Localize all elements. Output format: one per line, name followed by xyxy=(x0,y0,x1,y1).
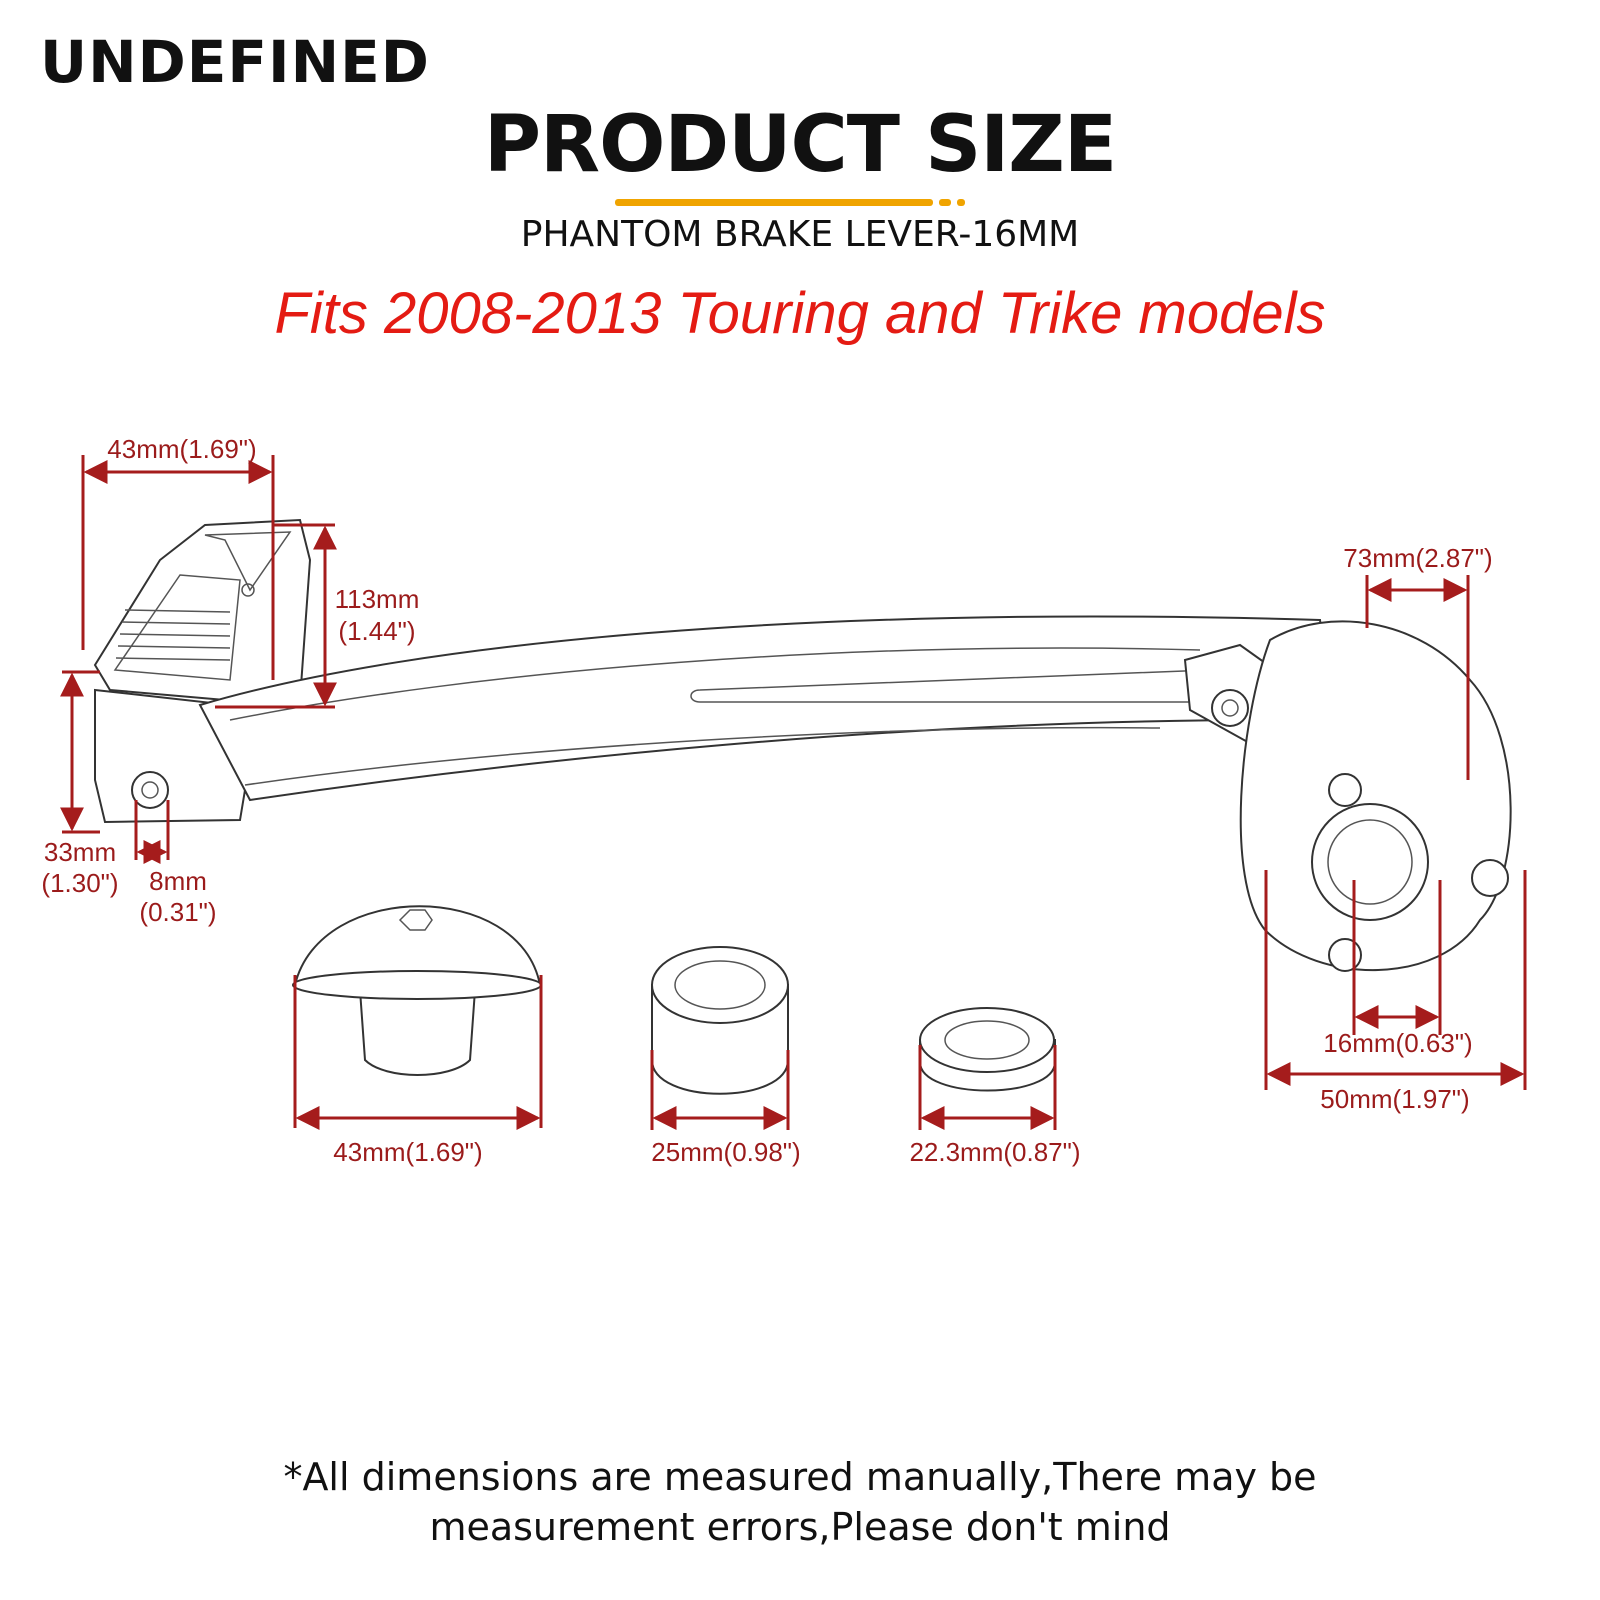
measurement-note: *All dimensions are measured manually,Th… xyxy=(0,1452,1600,1552)
hub-bolt-1 xyxy=(1328,773,1362,807)
washer-drawing xyxy=(919,1007,1056,1092)
dim-tip-height-in: (1.30") xyxy=(41,868,118,898)
title-underline xyxy=(615,199,933,206)
cap-dome xyxy=(293,905,542,986)
product-subtitle: PHANTOM BRAKE LEVER-16MM xyxy=(520,214,1080,255)
dim-bore: 16mm(0.63") xyxy=(1323,1028,1472,1058)
hub-bore-outer xyxy=(1311,803,1429,921)
brake-lever-drawing xyxy=(93,518,1512,972)
spacer-top xyxy=(651,946,789,1024)
linkage-pin xyxy=(1211,689,1249,727)
dim-tip-hole-in: (0.31") xyxy=(139,897,216,927)
dim-washer-diameter: 22.3mm(0.87") xyxy=(909,1137,1080,1167)
dim-pad-width: 43mm(1.69") xyxy=(107,434,256,464)
pivot-hub xyxy=(1239,620,1512,972)
title-underline-dot-1 xyxy=(939,199,951,206)
pad-top-recess xyxy=(204,531,292,592)
tip-hole xyxy=(131,771,169,809)
spacer-drawing xyxy=(651,946,789,1095)
title-underline-dot-2 xyxy=(957,199,965,206)
fitment-text: Fits 2008-2013 Touring and Trike models xyxy=(274,281,1326,346)
dim-pivot-offset: 73mm(2.87") xyxy=(1343,543,1492,573)
dim-tip-height-mm: 33mm xyxy=(44,837,116,867)
washer-top xyxy=(919,1007,1055,1073)
dim-pad-height-in: (1.44") xyxy=(338,616,415,646)
brand-logo: UNDEFINED xyxy=(40,28,430,96)
cap-drawing xyxy=(292,905,542,1076)
hub-bolt-2 xyxy=(1471,859,1509,897)
dim-hub-width: 50mm(1.97") xyxy=(1320,1084,1469,1114)
dim-cap-diameter: 43mm(1.69") xyxy=(333,1137,482,1167)
cap-stem xyxy=(358,989,477,1076)
note-line-1: *All dimensions are measured manually,Th… xyxy=(283,1455,1317,1499)
dim-spacer-diameter: 25mm(0.98") xyxy=(651,1137,800,1167)
dim-pad-height-mm: 113mm xyxy=(335,584,420,614)
hub-bolt-3 xyxy=(1328,938,1362,972)
pad-grip-area xyxy=(113,574,241,681)
pad-grip-lines xyxy=(115,609,231,661)
cap-hex-socket xyxy=(398,909,433,931)
page-title: PRODUCT SIZE xyxy=(483,100,1117,190)
pad-screw xyxy=(241,583,255,597)
dim-tip-hole-mm: 8mm xyxy=(149,866,207,896)
hub-bore xyxy=(1327,819,1413,905)
dimension-lines xyxy=(60,455,1527,1130)
note-line-2: measurement errors,Please don't mind xyxy=(429,1505,1171,1549)
